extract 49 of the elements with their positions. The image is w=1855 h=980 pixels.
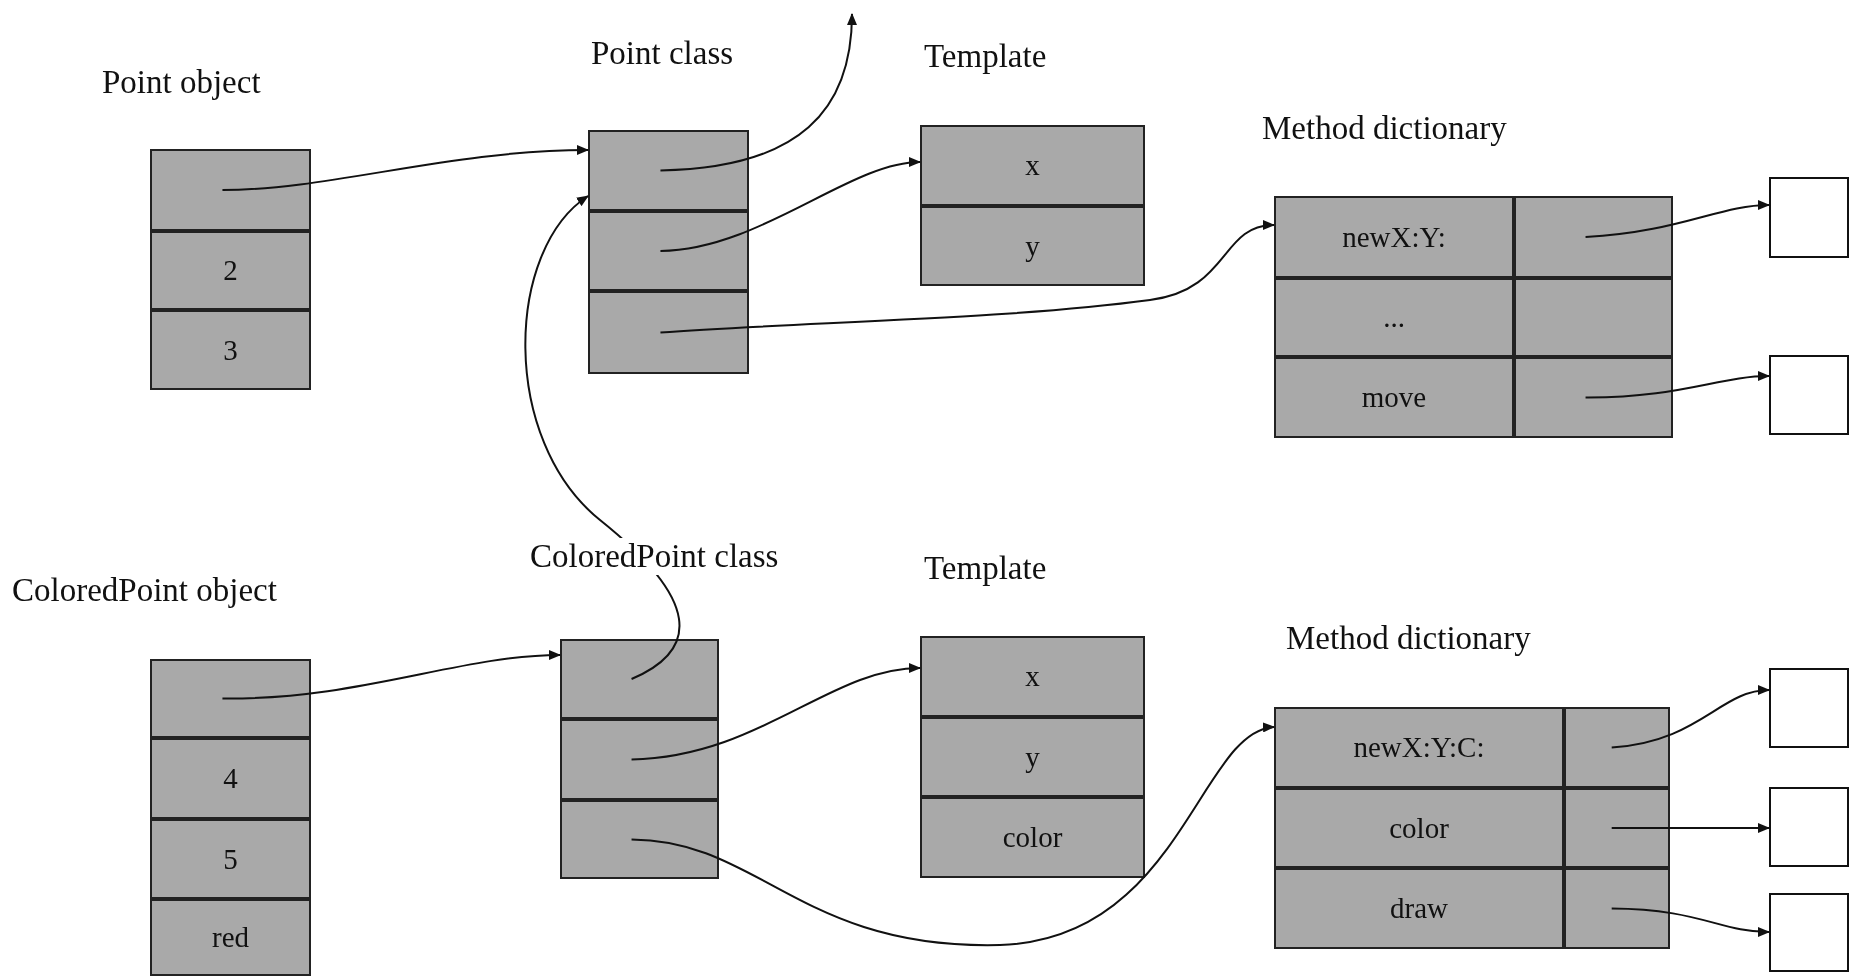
arrow <box>1584 371 1770 399</box>
table-cell: newX:Y:C: <box>1274 707 1564 788</box>
arrow <box>221 650 561 700</box>
table-cell <box>588 291 749 374</box>
table-cell: ... <box>1274 278 1514 357</box>
arrow <box>659 13 857 172</box>
table-cell <box>1514 196 1673 278</box>
table-cell: newX:Y: <box>1274 196 1514 278</box>
table-cell <box>1564 868 1670 949</box>
arrow <box>1610 686 1770 749</box>
table-cell <box>1514 278 1673 357</box>
table-title: ColoredPoint class <box>528 538 781 575</box>
arrow <box>659 158 921 252</box>
table-cell: 2 <box>150 231 311 310</box>
empty-box <box>1769 355 1849 435</box>
table-cell: color <box>1274 788 1564 868</box>
table-cell <box>1514 357 1673 438</box>
table-cell: x <box>920 636 1145 717</box>
table-cell <box>150 659 311 738</box>
arrow <box>1610 907 1770 937</box>
table-cell: draw <box>1274 868 1564 949</box>
table-cell: move <box>1274 357 1514 438</box>
table-cell <box>1564 788 1670 868</box>
arrow <box>630 663 921 761</box>
table-cell: 5 <box>150 819 311 899</box>
table-cell <box>588 211 749 291</box>
table-cell <box>1564 707 1670 788</box>
table-cell: 4 <box>150 738 311 819</box>
table-cell: x <box>920 125 1145 206</box>
table-cell: color <box>920 797 1145 878</box>
arrow <box>630 725 1275 946</box>
table-cell: y <box>920 717 1145 797</box>
arrow <box>659 221 1275 334</box>
arrow <box>1610 823 1770 833</box>
table-cell <box>560 719 719 800</box>
table-cell <box>560 639 719 719</box>
table-cell <box>150 149 311 231</box>
table-cell: red <box>150 899 311 976</box>
table-cell <box>560 800 719 879</box>
empty-box <box>1769 787 1849 867</box>
arrow <box>524 195 681 680</box>
empty-box <box>1769 893 1849 972</box>
table-cell <box>588 130 749 211</box>
empty-box <box>1769 668 1849 748</box>
arrow <box>1584 200 1770 238</box>
table-cell: y <box>920 206 1145 286</box>
table-cell: 3 <box>150 310 311 390</box>
empty-box <box>1769 177 1849 258</box>
arrow <box>221 145 589 191</box>
